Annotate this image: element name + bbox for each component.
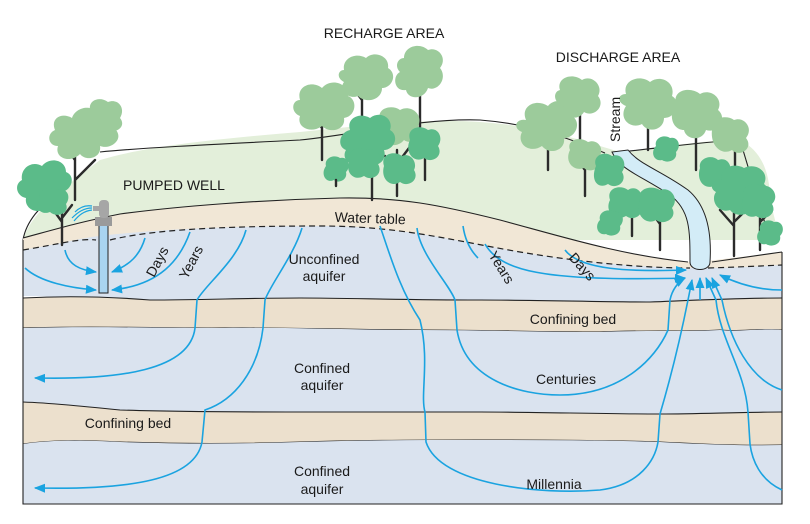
trees-recharge	[293, 45, 443, 202]
trees-left	[17, 99, 123, 247]
discharge-area-label: DISCHARGE AREA	[556, 49, 681, 65]
confined-aquifer-upper-label-1: Confined	[294, 360, 350, 376]
recharge-area-label: RECHARGE AREA	[324, 25, 445, 41]
flow-lines	[24, 225, 783, 493]
centuries-label: Centuries	[536, 371, 596, 387]
confined-aquifer-upper-label-2: aquifer	[301, 377, 344, 393]
pumped-well	[71, 200, 112, 294]
millennia-label: Millennia	[526, 476, 581, 492]
trees-discharge	[516, 76, 783, 258]
confining-bed-upper-label: Confining bed	[530, 311, 616, 327]
stream-label: Stream	[607, 97, 623, 142]
confining-bed-upper	[23, 296, 782, 332]
confined-aquifer-lower-label-1: Confined	[294, 463, 350, 479]
confining-bed-lower	[23, 402, 782, 446]
unconfined-aquifer	[23, 226, 782, 302]
unconfined-aquifer-label-1: Unconfined	[289, 251, 360, 267]
water-table-label: Water table	[334, 209, 406, 227]
confined-aquifer-upper	[23, 327, 782, 414]
water-table-line	[22, 225, 783, 269]
confined-aquifer-lower-label-2: aquifer	[301, 481, 344, 497]
unconfined-aquifer-label-2: aquifer	[303, 268, 346, 284]
pumped-well-label: PUMPED WELL	[123, 177, 225, 193]
confined-aquifer-lower	[23, 440, 782, 504]
confining-bed-lower-label: Confining bed	[85, 415, 171, 431]
